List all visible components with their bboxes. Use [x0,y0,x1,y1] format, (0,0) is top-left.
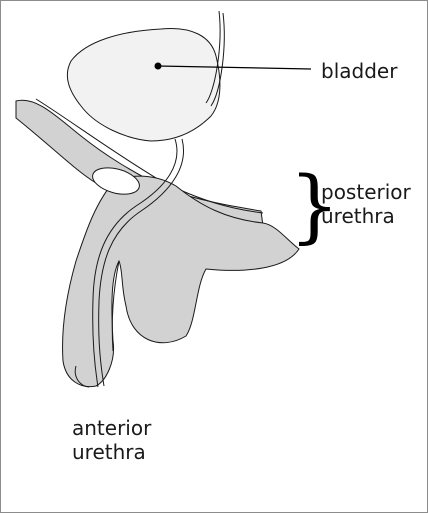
posterior-urethra-label: posterior urethra [321,180,411,228]
anterior-urethra-label-line1: anterior [72,416,151,440]
bladder-shape [67,28,220,141]
anterior-urethra-label-line2: urethra [72,440,151,464]
penile-tissue [63,176,299,386]
posterior-urethra-label-line2: urethra [321,204,411,228]
bladder-label: bladder [321,59,397,83]
anterior-urethra-label: anterior urethra [72,416,151,464]
posterior-urethra-label-line1: posterior [321,180,411,204]
